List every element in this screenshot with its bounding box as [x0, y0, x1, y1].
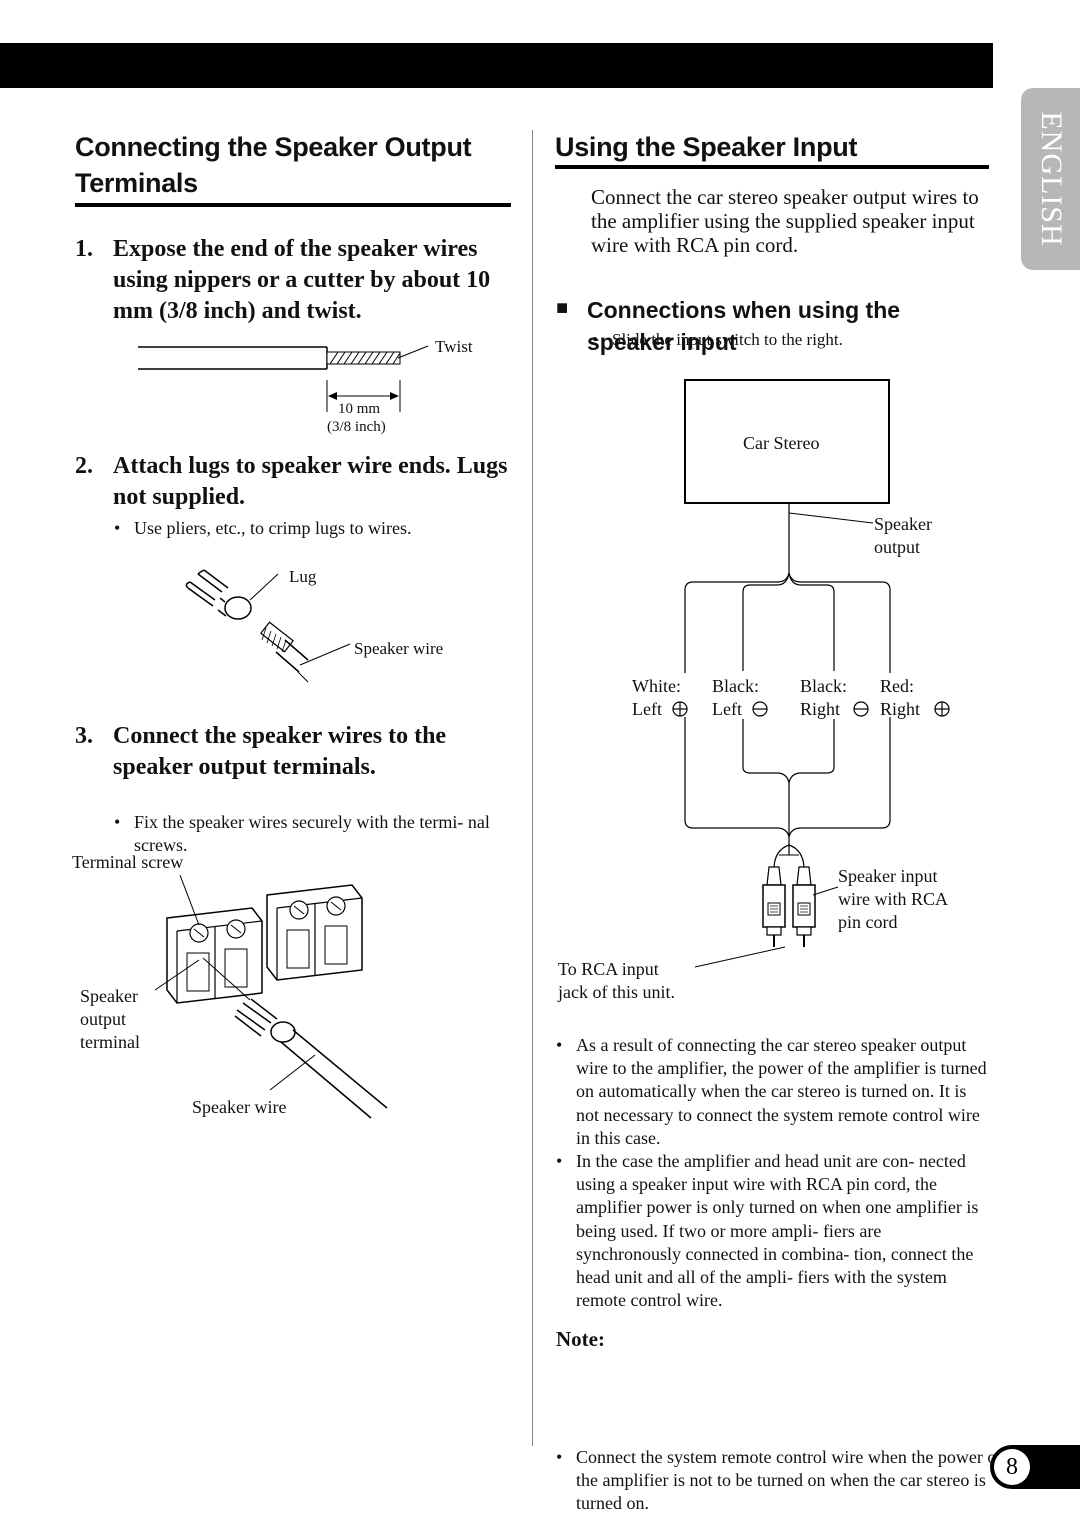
step-3-text: Connect the speaker wires to the speaker… [113, 723, 447, 780]
red-color: Red: [880, 676, 914, 696]
black-right-side: Right [800, 699, 841, 719]
left-title-line2: Terminals [75, 168, 198, 198]
subheading-text: Connections when using the speaker input [587, 297, 901, 355]
white-side: Left [632, 699, 662, 719]
intro-bullet: Slide the input switch to the right. [592, 328, 1002, 351]
bullet-auto-power: As a result of connecting the car stereo… [556, 1034, 988, 1150]
white-color: White: [632, 676, 681, 696]
twist-label: Twist [435, 337, 473, 356]
speaker-output-line2: output [874, 537, 921, 557]
page-number-badge: 8 [990, 1445, 1080, 1489]
speaker-output-label: Speaker output [874, 513, 932, 559]
language-tab-label: ENGLISH [1034, 111, 1068, 247]
black-left-side: Left [712, 699, 742, 719]
white-left-label: White: Left [632, 675, 681, 721]
note-title: Note: [556, 1327, 605, 1351]
terminal-block-figure [154, 874, 388, 1119]
step-2-number: 2. [75, 453, 93, 479]
spk-input-line3: pin cord [838, 912, 898, 932]
rca-line2: jack of this unit. [558, 982, 675, 1002]
subheading-marker: ■ [556, 297, 569, 319]
terminal-screw-label: Terminal screw [72, 852, 184, 872]
spk-input-line1: Speaker input [838, 866, 938, 886]
black-right-color: Black: [800, 676, 847, 696]
lug-figure [185, 569, 351, 683]
speaker-input-wiring-diagram [672, 379, 950, 968]
right-title-rule [555, 165, 989, 169]
spk-input-line2: wire with RCA [838, 889, 948, 909]
step-1-text: Expose the end of the speaker wires usin… [113, 236, 491, 324]
fig1-inch-label: (3/8 inch) [327, 419, 386, 435]
speaker-output-line1: Speaker [874, 514, 932, 534]
bullet-rca-power: In the case the amplifier and head unit … [556, 1150, 988, 1312]
fig3-speaker-wire-label: Speaker wire [192, 1097, 287, 1117]
header-bar [0, 43, 993, 88]
stripped-wire-figure [138, 345, 429, 412]
fig1-mm-label: 10 mm [338, 401, 381, 417]
notes-bullets: As a result of connecting the car stereo… [556, 1034, 988, 1312]
step-2-bullet: Use pliers, etc., to crimp lugs to wires… [114, 517, 534, 540]
step-3-bullet: Fix the speaker wires securely with the … [114, 811, 534, 857]
left-title-line1: Connecting the Speaker Output [75, 132, 472, 162]
intro-text: Connect the car stereo speaker output wi… [591, 185, 979, 257]
language-tab: ENGLISH [1021, 88, 1080, 270]
step-2: 2. Attach lugs to speaker wire ends. Lug… [75, 451, 515, 513]
step-3-number: 3. [75, 723, 93, 749]
spk-out-term-line2: output [80, 1009, 127, 1029]
red-side: Right [880, 699, 921, 719]
left-section-title: Connecting the Speaker Output Terminals [75, 129, 515, 201]
right-section-title: Using the Speaker Input [555, 132, 858, 162]
lug-label: Lug [289, 567, 317, 586]
speaker-output-terminal-label: Speaker output terminal [80, 985, 140, 1054]
spk-out-term-line1: Speaker [80, 986, 138, 1006]
black-left-label: Black: Left [712, 675, 759, 721]
black-left-color: Black: [712, 676, 759, 696]
left-title-rule [75, 203, 511, 207]
car-stereo-label: Car Stereo [743, 433, 820, 453]
step-1: 1. Expose the end of the speaker wires u… [75, 234, 515, 327]
rca-line1: To RCA input [558, 959, 659, 979]
fig2-speaker-wire-label: Speaker wire [354, 639, 444, 658]
step-3: 3. Connect the speaker wires to the spea… [75, 721, 515, 783]
column-divider [532, 130, 533, 1446]
rca-input-label: To RCA input jack of this unit. [558, 958, 675, 1004]
red-right-label: Red: Right [880, 675, 920, 721]
subheading: ■ Connections when using the speaker inp… [556, 294, 986, 358]
car-stereo-box [684, 379, 890, 504]
speaker-input-wire-label: Speaker input wire with RCA pin cord [838, 865, 948, 934]
step-2-text: Attach lugs to speaker wire ends. Lugs n… [113, 453, 508, 510]
step-1-number: 1. [75, 236, 93, 262]
black-right-label: Black: Right [800, 675, 847, 721]
note-bullet: Connect the system remote control wire w… [556, 1446, 1008, 1516]
page-number: 8 [994, 1449, 1030, 1485]
spk-out-term-line3: terminal [80, 1032, 140, 1052]
